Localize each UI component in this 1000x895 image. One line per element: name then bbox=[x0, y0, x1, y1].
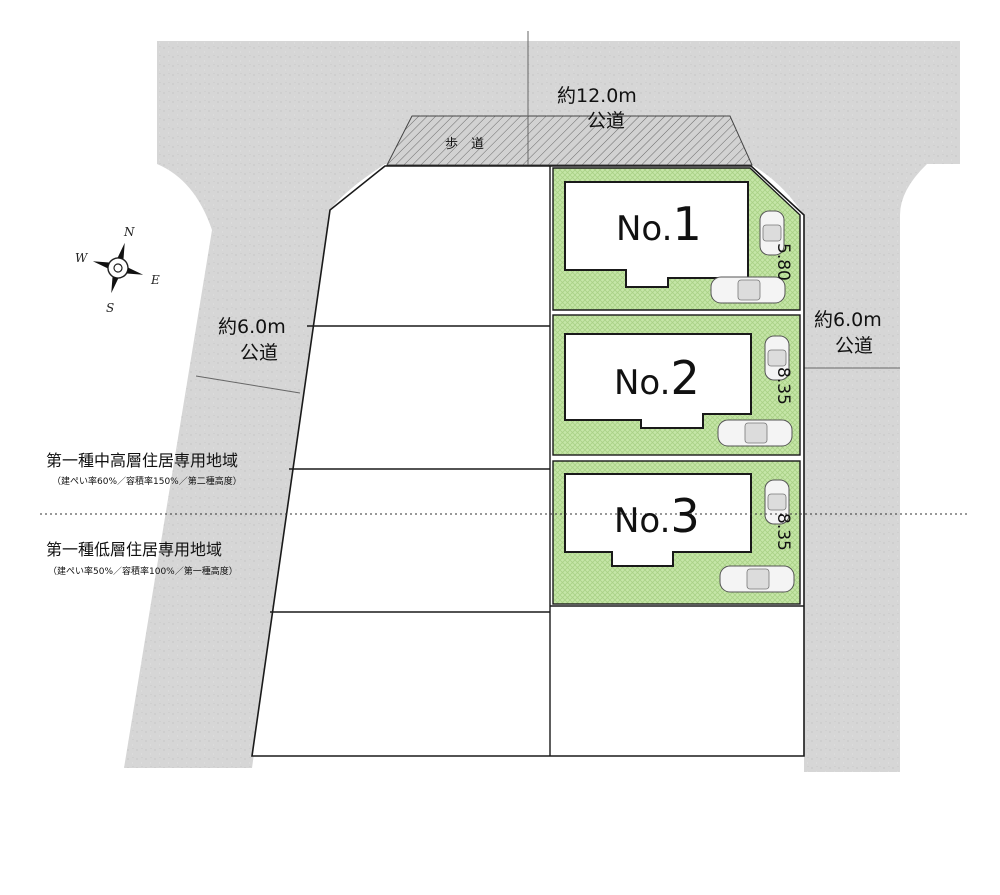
north-road-width: 約12.0m bbox=[557, 85, 637, 107]
north-road-type: 公道 bbox=[587, 110, 625, 132]
compass-west: W bbox=[75, 251, 89, 265]
sidewalk-label: 歩 道 bbox=[445, 137, 484, 152]
north-road bbox=[124, 41, 960, 772]
lot-1[interactable] bbox=[552, 167, 801, 311]
compass-east: E bbox=[150, 273, 160, 287]
lot-2-label: No.2 bbox=[614, 351, 700, 405]
lower-zone-name: 第一種低層住居専用地域 bbox=[46, 540, 222, 559]
lower-zone-note: （建ぺい率50%／容積率100%／第一種高度） bbox=[48, 565, 238, 577]
lot-2-frontage: 8.35 bbox=[773, 367, 793, 405]
upper-zone-name: 第一種中高層住居専用地域 bbox=[46, 451, 238, 470]
lot-1-label: No.1 bbox=[616, 197, 702, 251]
building-footprint bbox=[564, 181, 749, 288]
east-road-width: 約6.0m bbox=[814, 309, 882, 331]
compass-south: S bbox=[106, 301, 114, 315]
building-footprint bbox=[564, 333, 752, 429]
west-road-width: 約6.0m bbox=[218, 316, 286, 338]
lot-3-label: No.3 bbox=[614, 489, 700, 543]
car-icon bbox=[719, 565, 795, 593]
lot-1-frontage: 5.80 bbox=[773, 243, 793, 281]
car-icon bbox=[764, 335, 790, 381]
car-icon bbox=[764, 479, 790, 525]
site-block bbox=[251, 165, 805, 757]
sidewalk bbox=[386, 115, 753, 166]
east-road-type: 公道 bbox=[835, 335, 873, 357]
car-icon bbox=[717, 419, 793, 447]
building-footprint bbox=[564, 473, 752, 567]
car-icon bbox=[710, 276, 786, 304]
car-icon bbox=[759, 210, 785, 256]
lot-2[interactable] bbox=[552, 314, 801, 456]
roads bbox=[124, 31, 960, 772]
compass-north: N bbox=[123, 225, 135, 239]
compass-icon bbox=[92, 242, 144, 294]
lot-3[interactable] bbox=[552, 460, 801, 605]
west-road-type: 公道 bbox=[240, 342, 278, 364]
upper-zone-note: （建ぺい率60%／容積率150%／第二種高度） bbox=[52, 475, 242, 487]
lot-3-frontage: 8.35 bbox=[773, 513, 793, 551]
